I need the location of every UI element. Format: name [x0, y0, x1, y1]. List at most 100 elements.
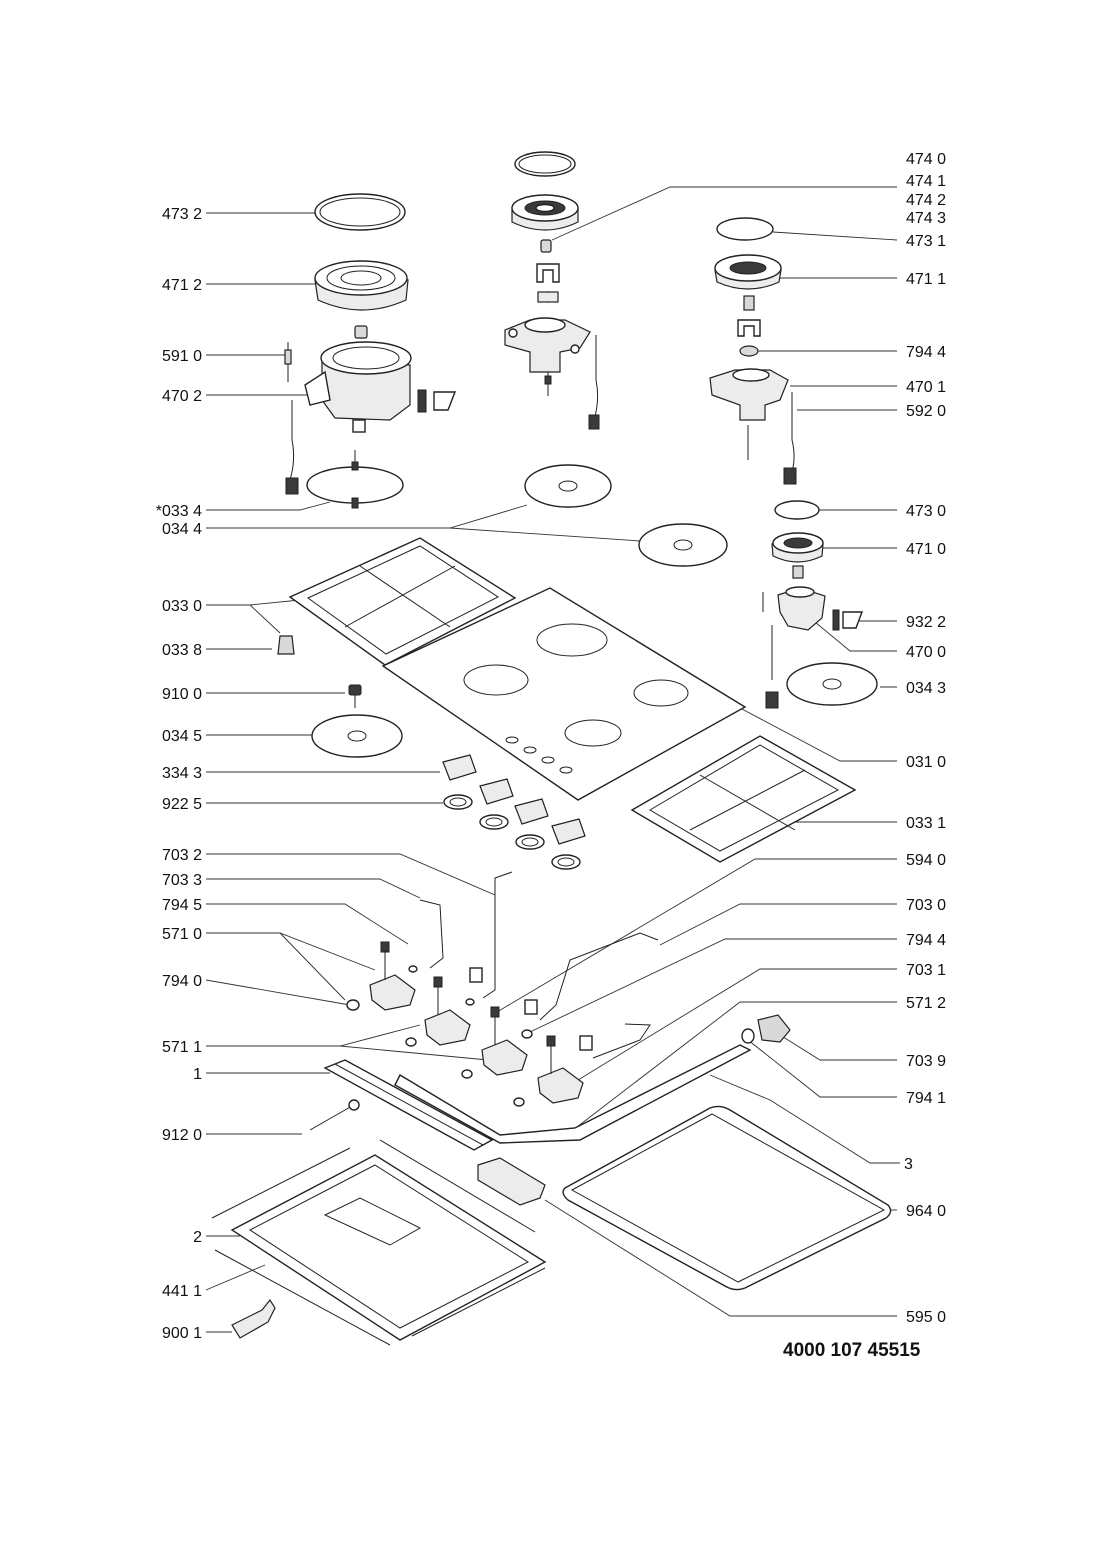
leader-lines: [205, 186, 900, 1333]
callout-932-2: 932 2: [906, 614, 946, 631]
callout-592-0: 592 0: [906, 403, 946, 420]
callout-034-3: 034 3: [906, 680, 946, 697]
control-knobs: [442, 754, 586, 845]
knob-bezels: [443, 794, 581, 870]
callout-474-2: 474 2: [906, 192, 946, 209]
callout-471-0: 471 0: [906, 541, 946, 558]
spreader-plate-034-5: [311, 714, 403, 758]
wok-burner-crown: [314, 260, 409, 311]
wok-clips: [417, 389, 457, 413]
aux-clips: [832, 609, 864, 631]
document-number: 4000 107 45515: [783, 1340, 921, 1361]
center-burner-injector: [540, 239, 552, 253]
callout-900-1: 900 1: [162, 1325, 202, 1342]
callout-794-0: 794 0: [162, 973, 202, 990]
callout-922-5: 922 5: [162, 796, 202, 813]
spreader-plate-034-4-mid: [638, 523, 728, 567]
wok-burner-injector: [354, 325, 368, 339]
callout-571-1: 571 1: [162, 1039, 202, 1056]
callout-794-4-top: 794 4: [906, 344, 946, 361]
callout-471-2: 471 2: [162, 277, 202, 294]
callout-441-1: 441 1: [162, 1283, 202, 1300]
base-tray: [211, 1139, 547, 1346]
screw-912: [309, 1099, 360, 1131]
callout-033-0: 033 0: [162, 598, 202, 615]
medium-burner-clip: [737, 319, 761, 357]
callout-labels-right: 474 0 474 1 474 2 474 3 473 1 471 1 794 …: [904, 151, 946, 1326]
callout-474-0: 474 0: [906, 151, 946, 168]
callout-473-1: 473 1: [906, 233, 946, 250]
callout-794-5: 794 5: [162, 897, 202, 914]
callout-labels-left: 473 2 471 2 591 0 470 2 *033 4 034 4 033…: [156, 206, 202, 1342]
callout-473-2: 473 2: [162, 206, 202, 223]
seal-rings: [346, 999, 533, 1107]
elbow-connector: [741, 1014, 791, 1044]
center-burner-clip: [536, 263, 560, 303]
wok-burner-cap: [314, 193, 406, 231]
callout-3: 3: [904, 1156, 913, 1173]
gas-valve-2: [424, 967, 483, 1046]
pan-support-right: [630, 735, 857, 863]
callout-703-9: 703 9: [906, 1053, 946, 1070]
center-burner-cap: [514, 151, 576, 177]
callout-703-2: 703 2: [162, 847, 202, 864]
aux-burner-crown: [771, 532, 824, 579]
front-bracket: [323, 1059, 494, 1151]
wok-thermocouple: [285, 400, 299, 495]
callout-703-1: 703 1: [906, 962, 946, 979]
hob-seal-gasket: [562, 1105, 892, 1291]
callout-034-4: 034 4: [162, 521, 202, 538]
glass-hob-top: [381, 587, 747, 801]
screw-910: [348, 684, 362, 708]
wok-spark-plug: [284, 342, 292, 382]
callout-571-0: 571 0: [162, 926, 202, 943]
gas-valve-3: [481, 999, 538, 1076]
callout-033-8: 033 8: [162, 642, 202, 659]
callout-2: 2: [193, 1229, 202, 1246]
callout-794-4-bottom: 794 4: [906, 932, 946, 949]
gas-valve-4: [537, 1035, 593, 1104]
callout-595-0: 595 0: [906, 1309, 946, 1326]
callout-474-1: 474 1: [906, 173, 946, 190]
medium-burner-crown: [714, 254, 782, 311]
callout-1: 1: [193, 1066, 202, 1083]
callout-964-0: 964 0: [906, 1203, 946, 1220]
callout-473-0: 473 0: [906, 503, 946, 520]
spreader-plate-034-4-top: [524, 464, 612, 508]
wok-burner-body: [304, 341, 412, 433]
aux-burner-cap: [774, 500, 820, 520]
callout-703-0: 703 0: [906, 897, 946, 914]
callout-912-0: 912 0: [162, 1127, 202, 1144]
callout-031-0: 031 0: [906, 754, 946, 771]
callout-474-3: 474 3: [906, 210, 946, 227]
callout-470-1: 470 1: [906, 379, 946, 396]
medium-burner-body: [709, 368, 789, 460]
gas-valve-1: [369, 941, 418, 1011]
callout-034-5: 034 5: [162, 728, 202, 745]
spreader-plate-034-3: [786, 662, 878, 706]
center-burner-crown: [511, 194, 579, 231]
callout-470-0: 470 0: [906, 644, 946, 661]
fixing-clip: [231, 1298, 276, 1339]
callout-033-4: *033 4: [156, 503, 202, 520]
spark-generator: [477, 1157, 546, 1206]
callout-471-1: 471 1: [906, 271, 946, 288]
medium-burner-cap: [716, 217, 774, 241]
aux-burner-body: [762, 586, 826, 709]
callout-334-3: 334 3: [162, 765, 202, 782]
callout-910-0: 910 0: [162, 686, 202, 703]
callout-470-2: 470 2: [162, 388, 202, 405]
knob-stud: [277, 635, 295, 655]
gas-pipes: [394, 871, 752, 1144]
callout-794-1: 794 1: [906, 1090, 946, 1107]
medium-thermocouple: [783, 392, 797, 485]
center-thermocouple: [588, 335, 600, 430]
wok-ring: [306, 450, 404, 509]
pan-support-left: [288, 537, 517, 666]
callout-033-1: 033 1: [906, 815, 946, 832]
callout-591-0: 591 0: [162, 348, 202, 365]
callout-571-2: 571 2: [906, 995, 946, 1012]
callout-703-3: 703 3: [162, 872, 202, 889]
center-burner-body: [504, 317, 591, 396]
